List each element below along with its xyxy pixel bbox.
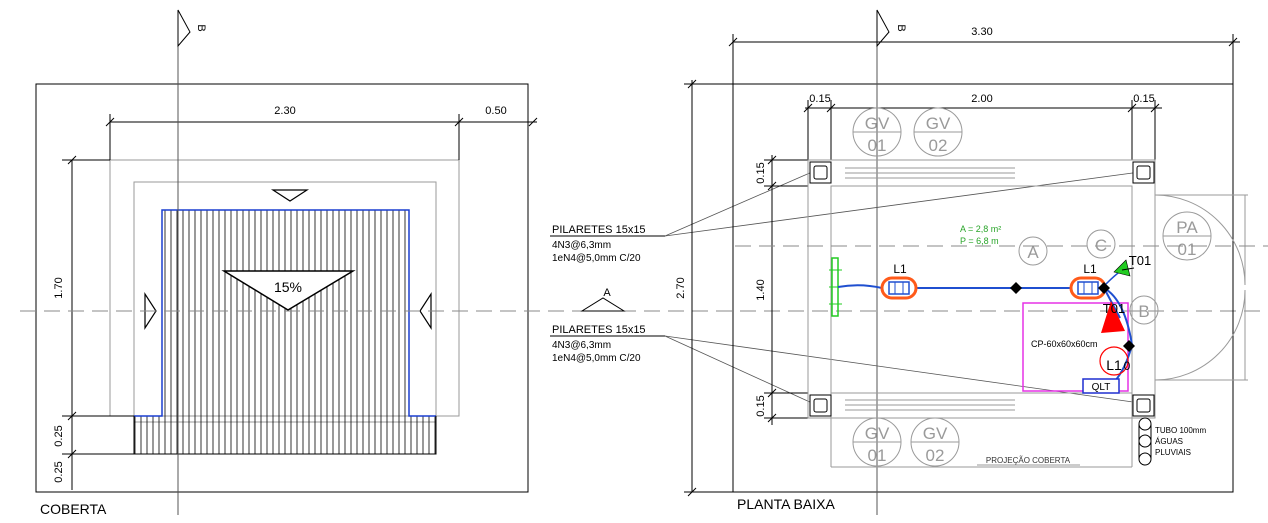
tubo-l3: PLUVIAIS [1155, 448, 1191, 457]
circle-a: A [1018, 236, 1048, 266]
circle-b: B [1129, 295, 1159, 325]
pa-01-b: 01 [1178, 240, 1197, 259]
outer-wall [807, 159, 1156, 419]
circle-b-label: B [1138, 302, 1149, 321]
junction-a [1010, 282, 1022, 294]
callout-bottom-line2: 1eN4@5,0mm C/20 [552, 353, 641, 364]
circle-c-label: C [1095, 236, 1107, 255]
coberta-frame [35, 83, 529, 493]
gv-top-01-a: GV [865, 114, 890, 133]
tubo-l1: TUBO 100mm [1155, 426, 1206, 435]
t01-top-label: T01 [1129, 253, 1151, 268]
qlt-label: QLT [1092, 382, 1111, 393]
l1-red-circle [1099, 346, 1129, 376]
pa-01: PA 01 [1162, 211, 1212, 261]
gv-bottom-01-b: 01 [868, 446, 887, 465]
planta-title: PLANTA BAIXA [737, 496, 835, 512]
pillar-bottom-left [809, 394, 832, 417]
junction-c [1098, 282, 1110, 294]
pillar-top-left [809, 161, 832, 184]
window-bottom [845, 399, 1015, 411]
gv-bottom-02: GV 02 [910, 417, 960, 467]
dim-mid: 2.00 [971, 93, 992, 105]
dim-width: 2.30 [274, 105, 295, 117]
t01-mid-label: T01 [1103, 301, 1125, 316]
inner-wall [830, 185, 1133, 394]
l1-left-label: L1 [893, 262, 907, 276]
pillar-bottom-right [1132, 394, 1155, 417]
callout-bottom-line1: 4N3@6,3mm [552, 340, 611, 351]
planta-view: B 3.30 0.15 2.00 0.15 2.70 0.15 1.40 0.1… [675, 9, 1268, 515]
area-label: A = 2,8 m² [960, 224, 1001, 234]
callout-top-line2: 1eN4@5,0mm C/20 [552, 253, 641, 264]
window-top [845, 167, 1015, 179]
cp-label: CP-60x60x60cm [1031, 339, 1098, 349]
slope-triangle [221, 270, 356, 311]
drain-arrow-top [270, 189, 310, 202]
section-a-label: A [603, 287, 611, 299]
gv-bottom-02-b: 02 [926, 446, 945, 465]
light-fixture-left [880, 276, 918, 300]
callout-top-title: PILARETES 15x15 [552, 224, 646, 236]
section-b-label: B [195, 24, 207, 31]
dim-height: 2.70 [675, 277, 687, 298]
red-arrow [1101, 301, 1125, 333]
l1-right-label: L1 [1083, 262, 1097, 276]
gv-bottom-01-a: GV [865, 424, 890, 443]
perimeter-label: P = 6,8 m [960, 236, 999, 246]
gv-bottom-01: GV 01 [852, 417, 902, 467]
callout-bottom: PILARETES 15x15 4N3@6,3mm 1eN4@5,0mm C/2… [550, 324, 1141, 404]
coberta-view: 15% 2.30 0.50 1.70 0.25 0.25 B COBERTA [35, 9, 538, 517]
gv-bottom-02-a: GV [923, 424, 948, 443]
dim-v1: 0.15 [755, 162, 767, 183]
planta-section-b-marker [876, 9, 890, 48]
dim-v2: 1.40 [755, 279, 767, 300]
section-b-marker [177, 9, 191, 48]
planta-frame [732, 83, 1234, 493]
roof-outline-blue [134, 209, 436, 417]
dim-left-a: 0.25 [53, 425, 65, 446]
circle-c: C [1086, 229, 1116, 259]
circle-a-label: A [1027, 243, 1039, 262]
projecao-label: PROJEÇÃO COBERTA [986, 456, 1071, 465]
tubo-l2: ÁGUAS [1155, 437, 1183, 446]
section-a: A [20, 287, 1268, 312]
planta-section-b-label: B [895, 24, 907, 31]
coberta-title: COBERTA [40, 501, 107, 517]
dim-left: 0.15 [809, 93, 830, 105]
gv-top-02-b: 02 [929, 136, 948, 155]
section-a-marker [580, 297, 626, 312]
door-pa [1154, 194, 1248, 381]
wire-main [837, 284, 1070, 289]
qlt-box [1082, 378, 1120, 394]
gv-top-01: GV 01 [852, 107, 902, 157]
dim-total: 3.30 [971, 26, 992, 38]
gv-top-02-a: GV [926, 114, 951, 133]
callout-bottom-title: PILARETES 15x15 [552, 324, 646, 336]
dim-right: 0.15 [1133, 93, 1154, 105]
wire-down [1103, 287, 1121, 319]
l1-mid-sub: 0 [1124, 359, 1131, 373]
callout-top: PILARETES 15x15 4N3@6,3mm 1eN4@5,0mm C/2… [550, 171, 1141, 264]
dim-height: 1.70 [53, 277, 65, 298]
roof-hatch [134, 210, 436, 454]
slope-label: 15% [274, 279, 302, 295]
callout-top-line1: 4N3@6,3mm [552, 240, 611, 251]
tubo-stack [1138, 417, 1152, 466]
green-arrow [1113, 259, 1131, 277]
junction-b [1123, 340, 1135, 352]
l1-mid-label: L1 [1106, 357, 1122, 373]
gv-top-01-b: 01 [868, 136, 887, 155]
dim-left-b: 0.25 [53, 461, 65, 482]
pillar-top-right [1132, 161, 1155, 184]
gv-top-02: GV 02 [913, 107, 963, 157]
dim-v3: 0.15 [755, 395, 767, 416]
pa-01-a: PA [1176, 218, 1198, 237]
dim-overhang: 0.50 [485, 105, 506, 117]
